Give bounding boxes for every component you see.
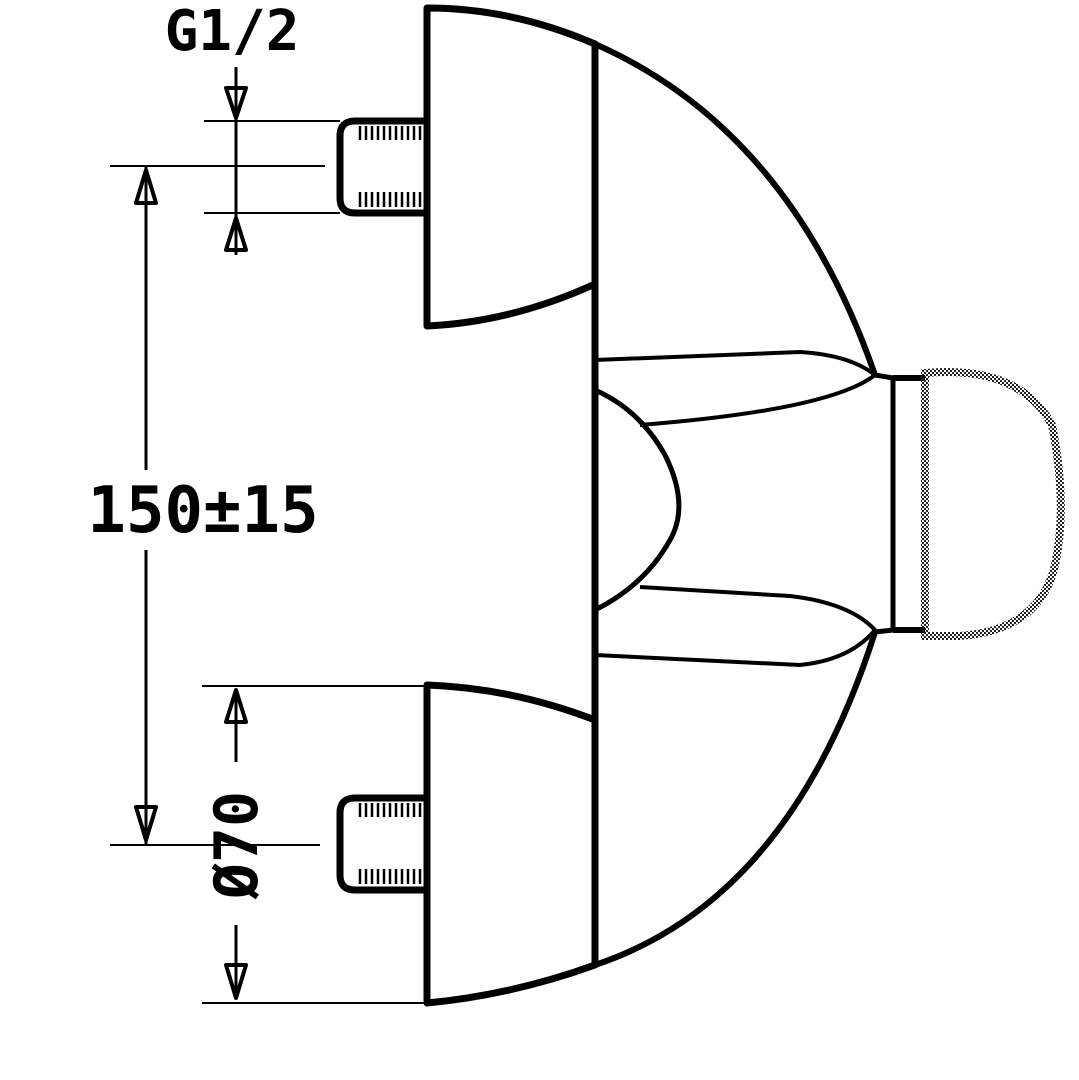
mixer-body: [591, 41, 925, 968]
upper-threaded-inlet: [336, 117, 427, 217]
diameter-label: Ø70: [202, 791, 272, 900]
lower-escutcheon: [423, 681, 599, 1007]
lever-handle-outline: [921, 368, 1065, 640]
lower-threaded-inlet: [336, 794, 427, 894]
diameter-dimension: [202, 685, 427, 1004]
thread-label: G1/2: [165, 0, 300, 64]
thread-dimension: [204, 67, 340, 255]
spacing-label: 150±15: [87, 474, 318, 548]
upper-escutcheon: [423, 4, 599, 330]
spacing-dimension: [110, 165, 325, 846]
